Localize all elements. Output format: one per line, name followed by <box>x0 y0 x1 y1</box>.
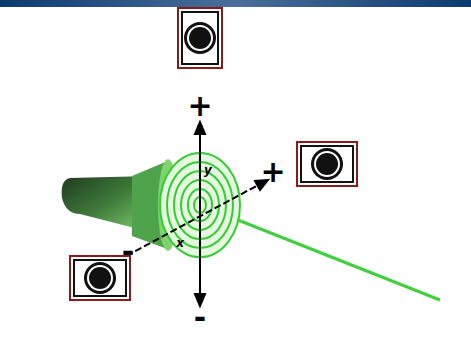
plus-sign: + <box>187 91 212 121</box>
plus-sign: + <box>260 157 285 187</box>
minus-sign: - <box>194 303 206 333</box>
minus-sign: - <box>122 237 134 267</box>
axis-label: y <box>204 164 212 176</box>
axis-label: x <box>176 237 184 249</box>
